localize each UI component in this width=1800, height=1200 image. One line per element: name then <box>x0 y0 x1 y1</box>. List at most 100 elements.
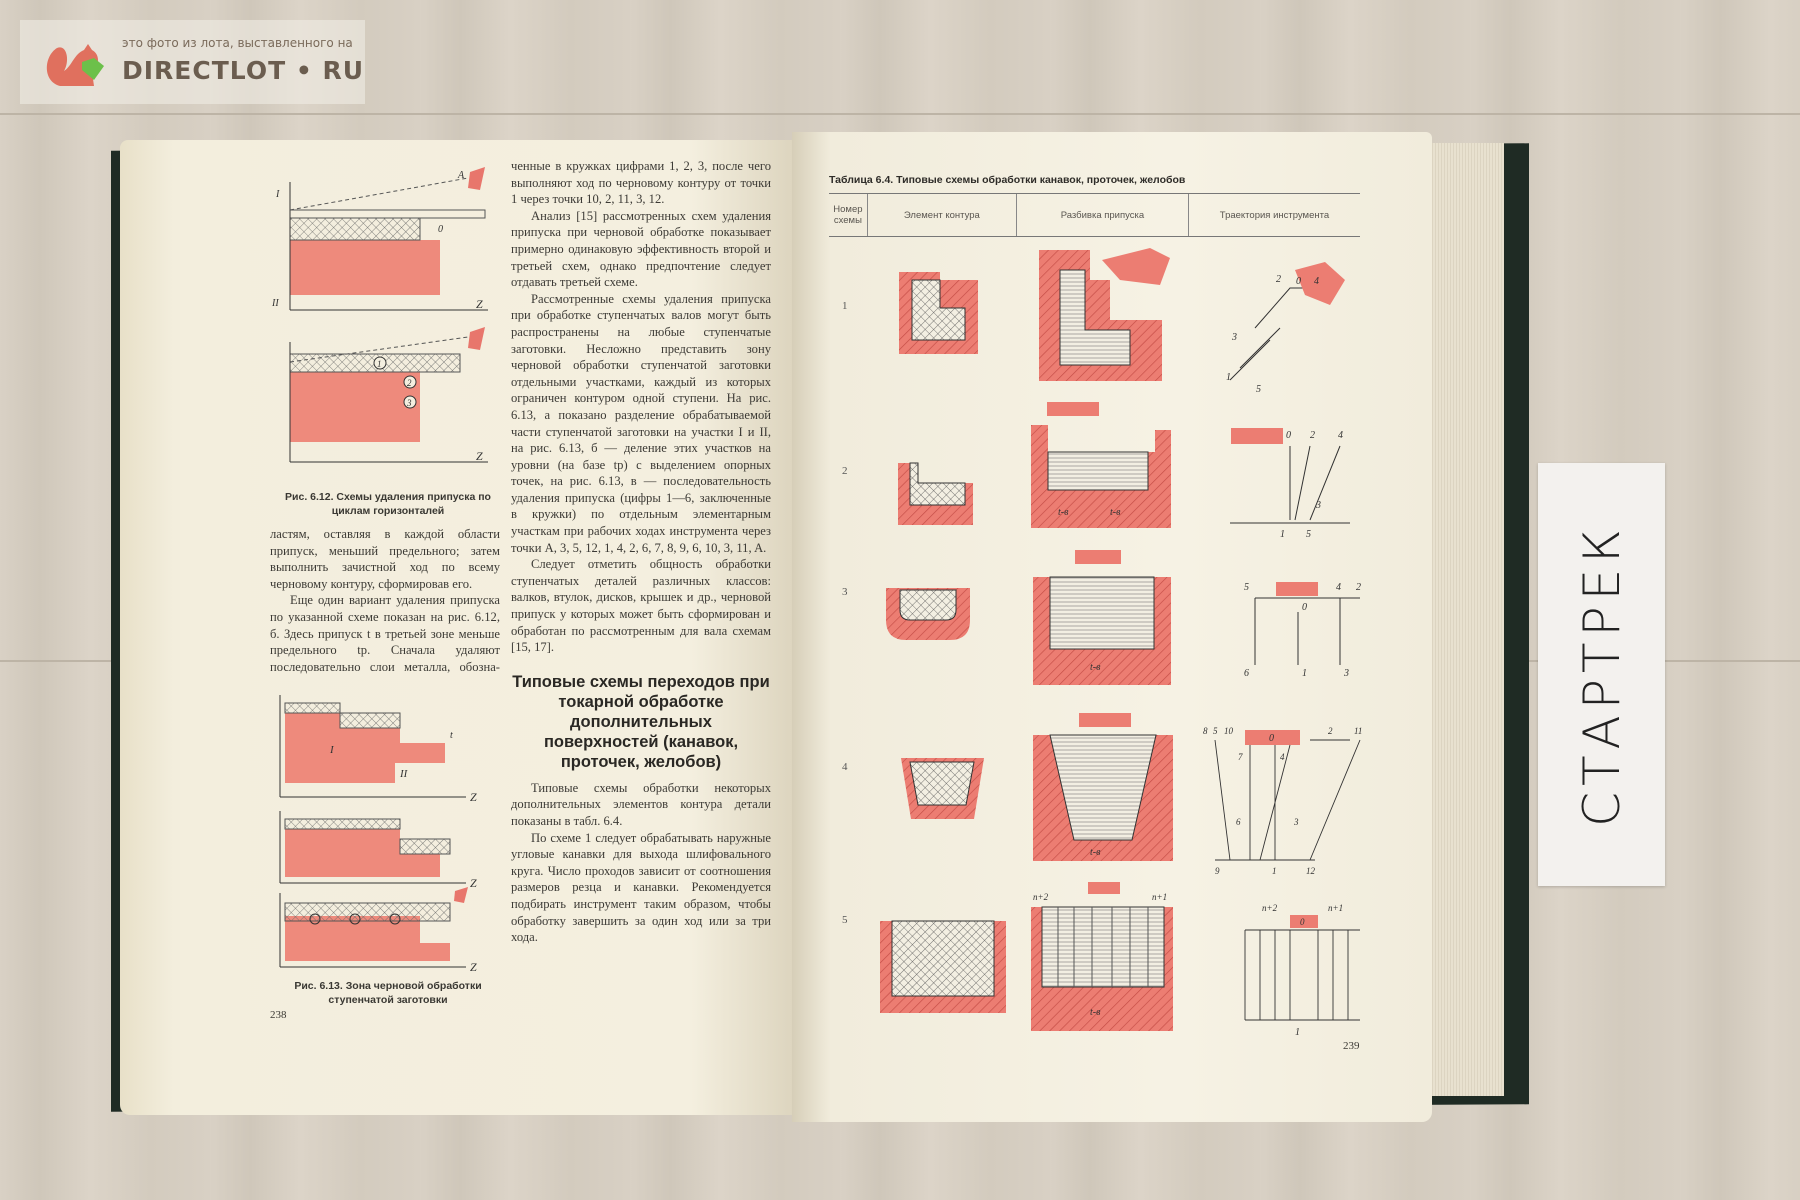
paragraph: Следует отметить общность обработки ступ… <box>511 557 771 655</box>
row-number: 4 <box>842 761 848 773</box>
page-edges <box>1424 143 1504 1096</box>
row-1-diagrams: 2 0 4 3 1 5 <box>899 248 1345 395</box>
svg-text:n+1: n+1 <box>1328 903 1343 913</box>
svg-text:2: 2 <box>1328 726 1333 736</box>
svg-text:8: 8 <box>1203 726 1208 736</box>
figure-6-13-c: Z <box>279 887 477 974</box>
svg-text:A: A <box>457 170 465 181</box>
squirrel-logo-icon <box>46 44 104 86</box>
svg-text:Z: Z <box>470 960 477 974</box>
svg-text:1: 1 <box>1280 529 1285 540</box>
svg-text:Z: Z <box>476 449 483 463</box>
row-number: 2 <box>842 465 848 477</box>
svg-text:4: 4 <box>1280 752 1285 762</box>
column-header: Траектория инструмента <box>1219 209 1330 221</box>
svg-text:n+2: n+2 <box>1033 892 1049 902</box>
svg-text:Z: Z <box>476 297 483 311</box>
row-3-diagrams: t-в 5 0 4 2 6 1 3 <box>886 550 1361 685</box>
svg-text:5: 5 <box>1213 726 1218 736</box>
svg-text:t-в: t-в <box>1090 847 1101 858</box>
svg-text:Z: Z <box>470 790 477 804</box>
row-5-diagrams: n+2 n+1 t-в 0 n+2 n+1 1 <box>880 882 1360 1038</box>
svg-text:t-в: t-в <box>1090 662 1101 673</box>
left-page-right-column: ченные в кружках цифрами 1, 2, 3, после … <box>511 158 771 946</box>
svg-text:3: 3 <box>1315 500 1321 511</box>
svg-text:1: 1 <box>1226 372 1231 383</box>
figure-6-12-caption: Рис. 6.12. Схемы удаления припуска по ци… <box>285 491 491 517</box>
row-2-diagrams: t-в t-в 0 2 4 3 1 5 <box>898 402 1350 540</box>
svg-text:n+2: n+2 <box>1262 903 1278 913</box>
svg-text:9: 9 <box>1215 866 1220 876</box>
svg-text:0: 0 <box>438 224 443 235</box>
svg-text:1: 1 <box>377 359 382 369</box>
svg-text:3: 3 <box>406 398 412 408</box>
figure-6-13-b: Z <box>279 811 477 890</box>
paragraph: ластям, оставляя в каждой области припус… <box>270 527 500 591</box>
svg-text:3: 3 <box>1343 668 1349 679</box>
svg-text:t-в: t-в <box>1090 1007 1101 1018</box>
svg-text:5: 5 <box>1306 529 1311 540</box>
paragraph: Еще один вариант удаления припуска по ук… <box>270 593 500 674</box>
row-number: 5 <box>842 914 848 926</box>
watermark-caption: это фото из лота, выставленного на <box>122 36 353 50</box>
svg-text:10: 10 <box>1224 726 1234 736</box>
svg-text:3: 3 <box>1231 332 1237 343</box>
board-seam <box>0 113 1800 115</box>
svg-text:11: 11 <box>1354 726 1362 736</box>
sticker: СТАРТРЕК <box>1538 463 1665 886</box>
column-header: Номер схемы <box>829 194 868 236</box>
section-heading: Типовые схемы переходов при токарной обр… <box>512 672 770 771</box>
svg-text:4: 4 <box>1314 276 1319 287</box>
left-page <box>120 140 792 1115</box>
svg-text:Z: Z <box>470 876 477 890</box>
svg-text:2: 2 <box>1310 430 1315 441</box>
page-number-right: 239 <box>1343 1040 1360 1052</box>
svg-text:2: 2 <box>1356 582 1361 593</box>
svg-text:1: 1 <box>1302 668 1307 679</box>
page-number-left: 238 <box>270 1009 287 1022</box>
svg-text:t-в: t-в <box>1058 507 1069 518</box>
paragraph: Рассмотренные схемы удаления припуска пр… <box>511 291 771 555</box>
row-number: 3 <box>842 586 848 598</box>
figure-6-13: I II Z t Z Z <box>279 695 477 974</box>
figure-6-13-a: I II Z t <box>279 695 477 804</box>
svg-text:II: II <box>271 298 279 309</box>
table-header: Номер схемы Элемент контура Разбивка при… <box>829 193 1360 237</box>
svg-text:0: 0 <box>1300 917 1305 927</box>
svg-text:II: II <box>399 768 409 780</box>
svg-text:1: 1 <box>1295 1027 1300 1038</box>
watermark: это фото из лота, выставленного на DIREC… <box>20 20 365 104</box>
svg-text:4: 4 <box>1338 430 1343 441</box>
svg-text:n+1: n+1 <box>1152 892 1167 902</box>
svg-text:I: I <box>329 744 335 756</box>
svg-text:2: 2 <box>407 378 412 388</box>
svg-text:t-в: t-в <box>1110 507 1121 518</box>
paragraph: Анализ [15] рассмотренных схем удаления … <box>511 208 771 290</box>
row-number: 1 <box>842 300 848 312</box>
svg-text:I: I <box>275 189 280 200</box>
right-column-text: ченные в кружках цифрами 1, 2, 3, после … <box>511 158 771 656</box>
table-diagrams: 2 0 4 3 1 5 t-в t-в 0 2 4 3 1 5 t-в 5 0 <box>880 248 1362 1038</box>
svg-text:6: 6 <box>1244 668 1249 679</box>
paragraph: По схеме 1 следует обрабатывать наружные… <box>511 830 771 945</box>
svg-text:0: 0 <box>1286 430 1291 441</box>
svg-text:7: 7 <box>1238 752 1243 762</box>
svg-text:12: 12 <box>1306 866 1316 876</box>
figure-6-13-caption: Рис. 6.13. Зона черновой обработки ступе… <box>294 980 482 1007</box>
svg-text:5: 5 <box>1244 582 1249 593</box>
svg-text:1: 1 <box>1272 866 1277 876</box>
column-header: Элемент контура <box>868 194 1017 236</box>
svg-text:4: 4 <box>1336 582 1341 593</box>
column-header: Разбивка припуска <box>1017 194 1189 236</box>
svg-text:t: t <box>450 730 453 741</box>
figure-6-12-a: A 0 Z I II <box>271 167 488 311</box>
svg-text:2: 2 <box>1276 274 1281 285</box>
svg-text:6: 6 <box>1236 817 1241 827</box>
svg-text:0: 0 <box>1269 733 1274 744</box>
row-4-diagrams: t-в 8 5 10 0 2 11 7 4 6 3 9 1 12 <box>901 713 1362 876</box>
figure-6-12-b: 1 2 3 Z <box>289 327 488 463</box>
left-page-left-column: A 0 Z I II 1 2 3 Z Рис. 6.12. Схемы удал… <box>270 160 506 1021</box>
left-column-text: ластям, оставляя в каждой области припус… <box>270 526 500 675</box>
table-title: Таблица 6.4. Типовые схемы обработки кан… <box>829 174 1186 186</box>
svg-text:0: 0 <box>1302 602 1307 613</box>
